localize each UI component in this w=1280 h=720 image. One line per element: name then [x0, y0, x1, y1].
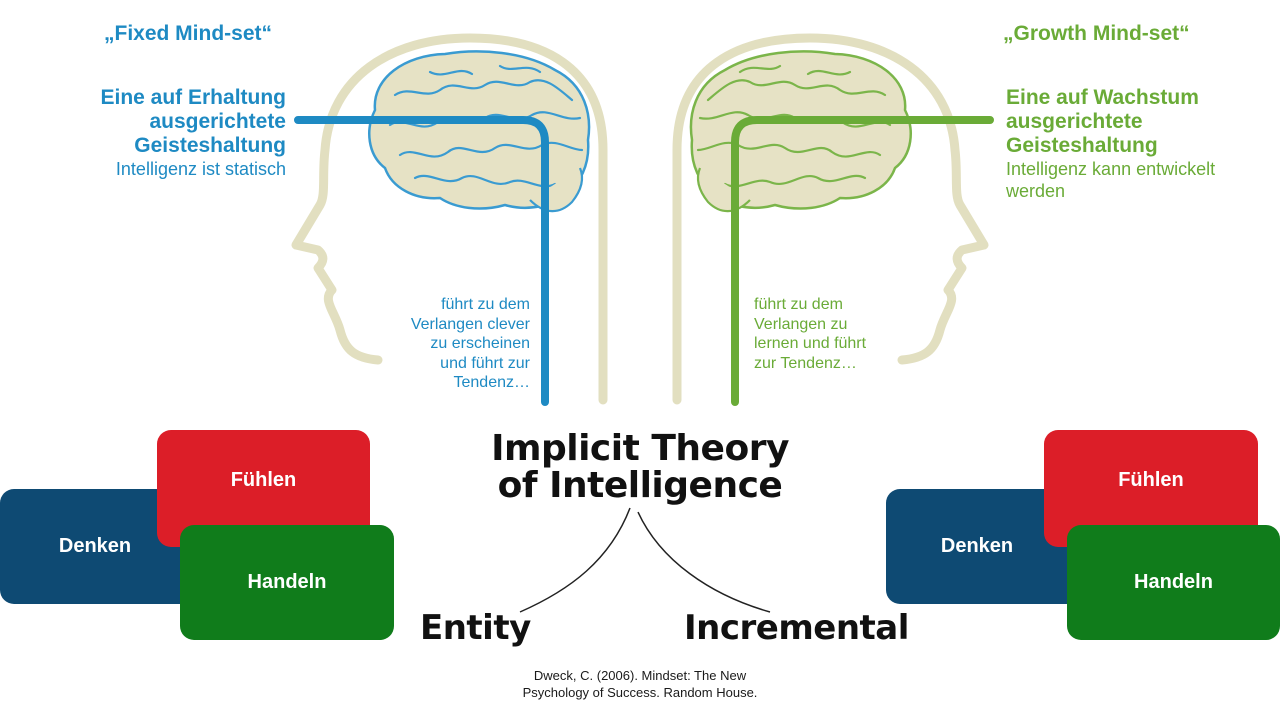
growth-heading-line: Eine auf Wachstum: [1006, 86, 1199, 109]
fixed-mindset-title: „Fixed Mind-set“: [104, 22, 273, 45]
growth-mindset-title: „Growth Mind-set“: [1003, 22, 1190, 45]
right-brain-icon: [689, 50, 912, 213]
incremental-term: Incremental: [684, 608, 909, 648]
growth-subheading-line: Intelligenz kann entwickelt: [1006, 159, 1216, 179]
fixed-leads-line: Verlangen clever: [410, 315, 530, 333]
fixed-leads-line: zu erscheinen: [430, 335, 530, 352]
growth-connector-line: [731, 116, 994, 406]
fixed-leads-line: und führt zur: [440, 354, 530, 372]
right-head-outline: [672, 33, 989, 405]
fixed-connector-line: [294, 116, 549, 406]
citation-line: Dweck, C. (2006). Mindset: The New: [533, 668, 747, 683]
left-handeln-box: Handeln: [180, 525, 394, 640]
left-denken-box: Denken: [0, 489, 200, 604]
left-handeln-label: Handeln: [247, 571, 327, 593]
fixed-leads-line: führt zu dem: [441, 296, 530, 313]
fixed-heading-line: Eine auf Erhaltung: [100, 86, 286, 109]
right-fuehlen-label: Fühlen: [1118, 469, 1184, 491]
growth-mindset-heading: Eine auf Wachstum ausgerichtete Geistesh…: [1006, 86, 1266, 202]
left-head-outline: [291, 33, 608, 405]
growth-leads-line: lernen und führt: [754, 335, 867, 352]
fixed-leads-line: Tendenz…: [453, 374, 531, 391]
citation-line: Psychology of Success. Random House.: [522, 685, 758, 700]
growth-leads-line: führt zu dem: [754, 296, 843, 313]
incremental-branch-line: [637, 511, 771, 613]
left-fuehlen-label: Fühlen: [230, 469, 297, 491]
growth-leads-to-text: führt zu dem Verlangen zu lernen und füh…: [754, 295, 914, 373]
entity-term: Entity: [420, 608, 531, 648]
growth-leads-line: Verlangen zu: [754, 315, 848, 333]
growth-leads-line: zur Tendenz…: [754, 354, 857, 372]
entity-branch-line: [519, 507, 631, 613]
fixed-heading-line: Geisteshaltung: [134, 134, 286, 157]
fixed-mindset-subheading: Intelligenz ist statisch: [115, 159, 286, 179]
central-title-line: Implicit Theory: [491, 428, 789, 469]
central-title: Implicit Theory of Intelligence: [440, 430, 840, 504]
right-handeln-label: Handeln: [1134, 571, 1213, 593]
left-denken-label: Denken: [58, 535, 132, 557]
central-title-line: of Intelligence: [497, 465, 783, 506]
citation: Dweck, C. (2006). Mindset: The New Psych…: [460, 667, 820, 701]
right-denken-label: Denken: [940, 535, 1014, 557]
right-handeln-box: Handeln: [1067, 525, 1280, 640]
growth-heading-line: ausgerichtete: [1006, 110, 1143, 133]
fixed-leads-to-text: führt zu dem Verlangen clever zu erschei…: [370, 295, 530, 393]
growth-subheading-line: werden: [1006, 181, 1066, 201]
left-brain-icon: [368, 50, 591, 213]
fixed-heading-line: ausgerichtete: [149, 110, 286, 133]
growth-heading-line: Geisteshaltung: [1006, 134, 1158, 157]
fixed-mindset-heading: Eine auf Erhaltung ausgerichtete Geistes…: [40, 86, 286, 180]
